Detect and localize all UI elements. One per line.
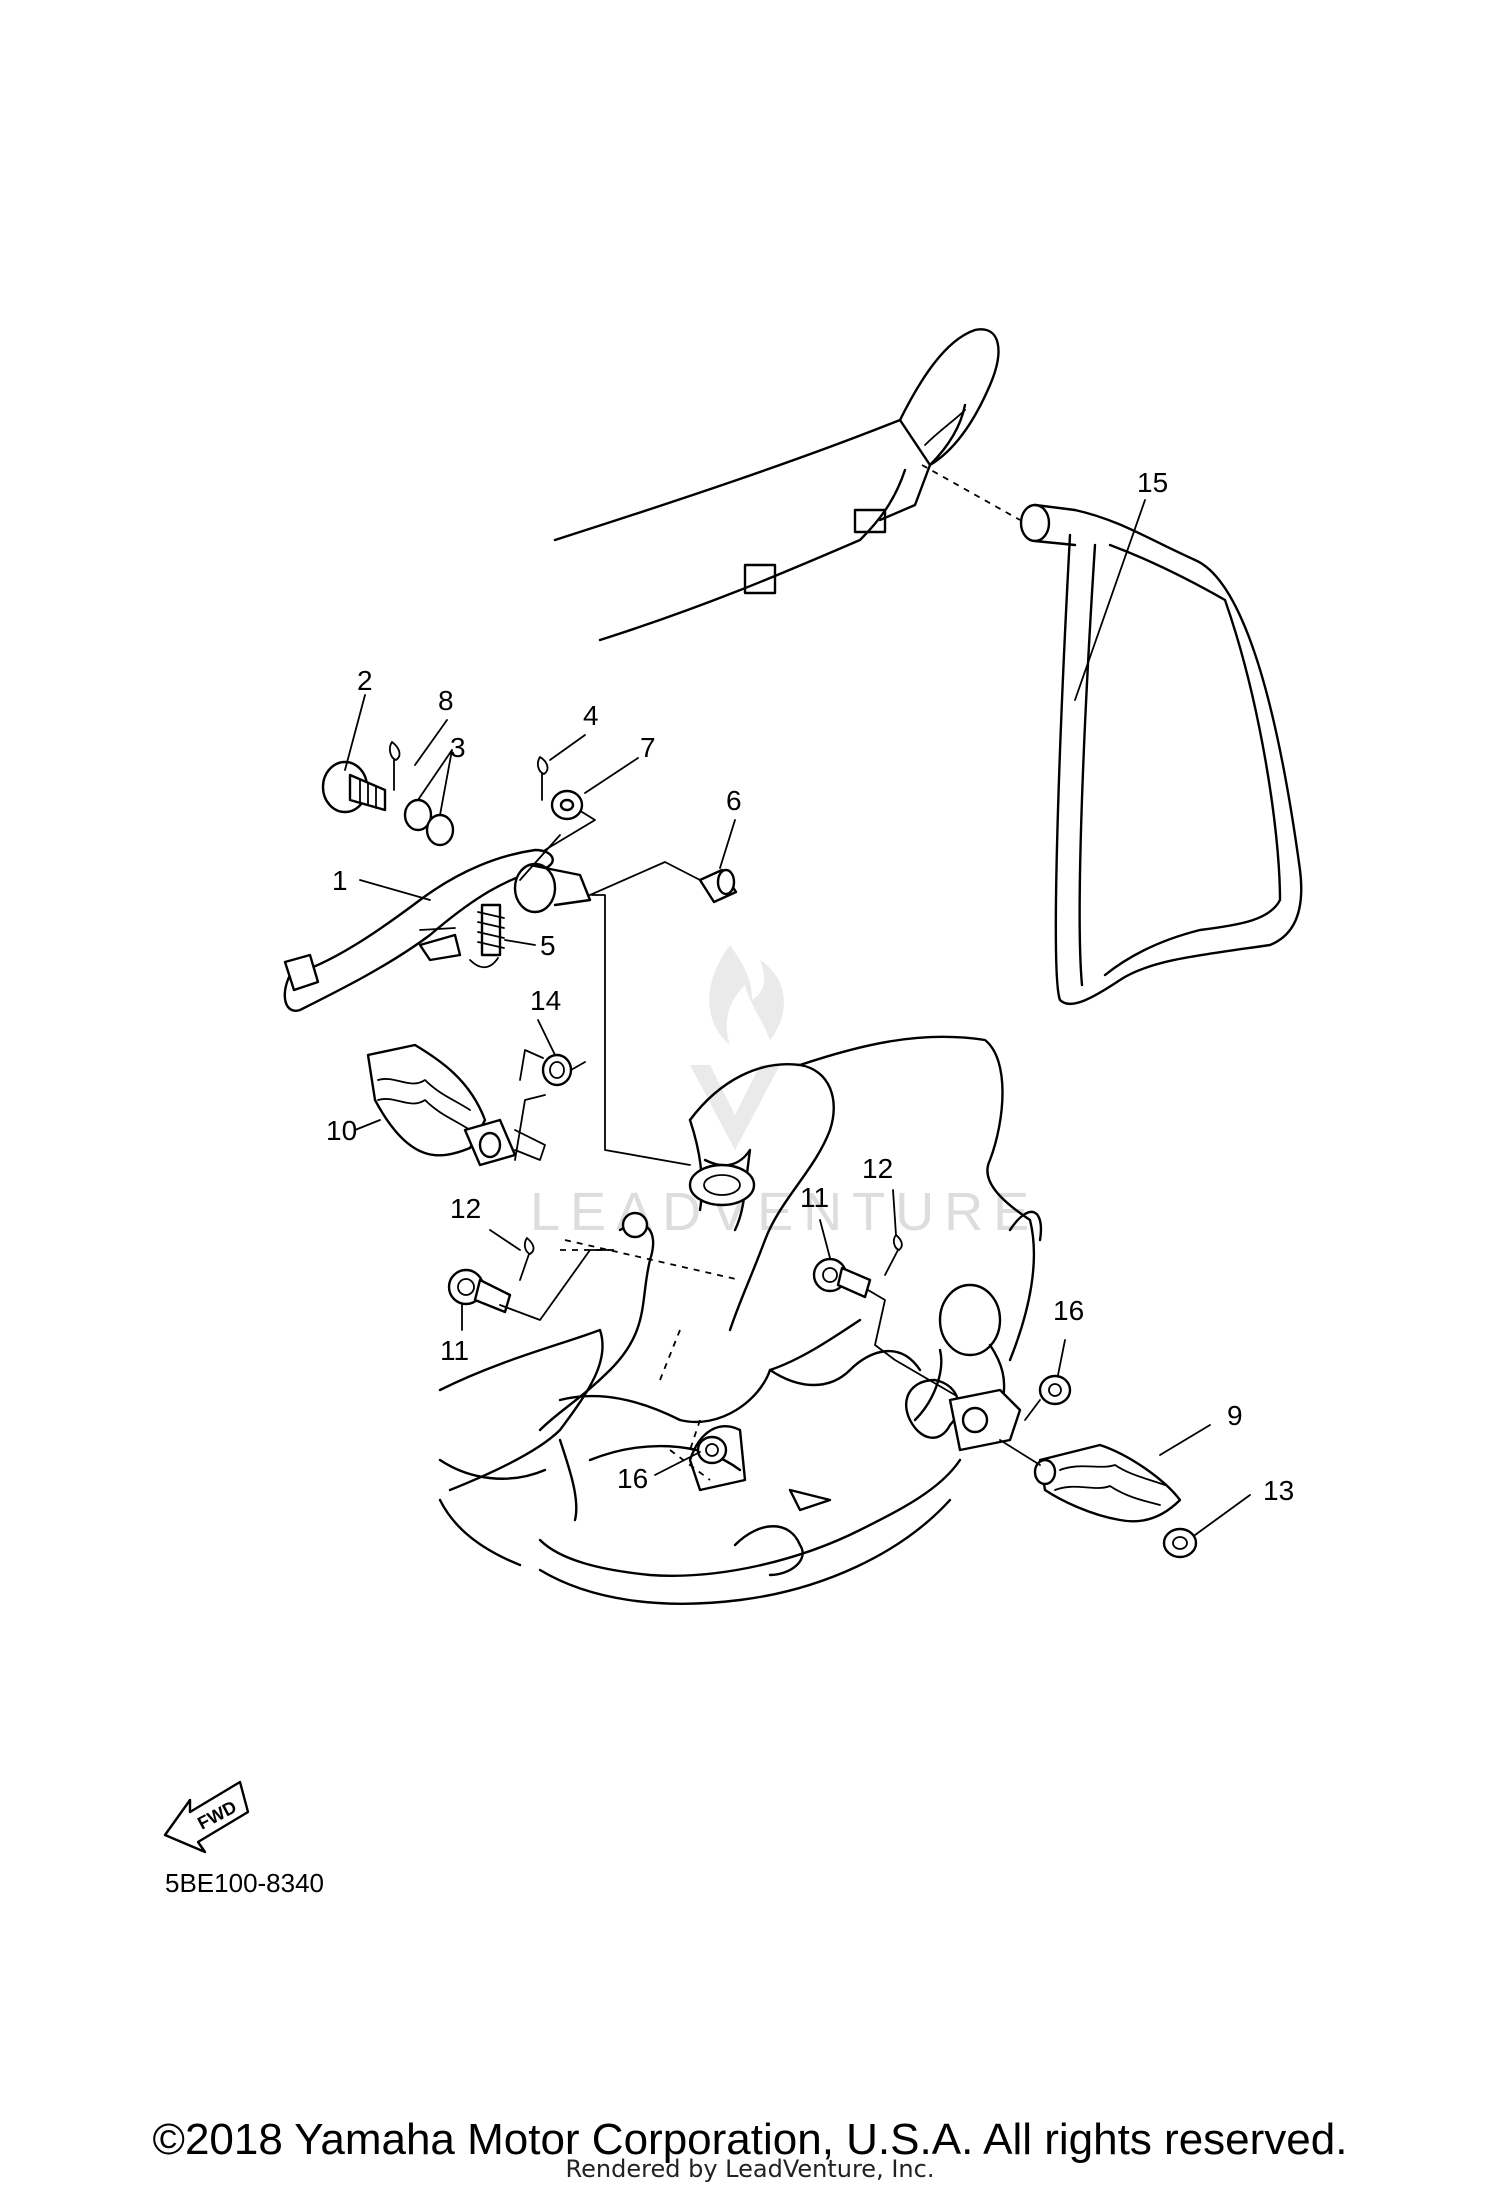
leader-lines: [344, 499, 1251, 1536]
footrest-9: [948, 1388, 1182, 1523]
callout-16-left: 16: [617, 1463, 648, 1494]
pin-6: [589, 861, 738, 904]
callout-15: 15: [1137, 467, 1168, 498]
bolt-11-right: [812, 1257, 872, 1299]
bolt-11-left: [447, 1268, 512, 1314]
callout-12-right: 12: [862, 1153, 893, 1184]
callout-16-right: 16: [1053, 1295, 1084, 1326]
seat-outline: [553, 328, 1000, 642]
rendered-by-text: Rendered by LeadVenture, Inc.: [565, 2155, 935, 2183]
washer-7: [544, 789, 596, 851]
washer-16-right: [1038, 1374, 1072, 1406]
stand-15: [921, 464, 1303, 1006]
callout-12-left: 12: [450, 1193, 481, 1224]
callout-5: 5: [540, 930, 556, 961]
pivot-bolt-2: [321, 760, 387, 814]
cotter-pins: [389, 741, 549, 801]
callout-4: 4: [583, 700, 599, 731]
washer-16-left: [696, 1435, 728, 1465]
callout-11-left: 11: [440, 1335, 469, 1366]
frame-outline: [438, 1035, 1043, 1605]
callout-10: 10: [326, 1115, 357, 1146]
callouts: 1 2 3 4 5 6 7 8 9 10 11 11 12 12 13 14 1…: [326, 467, 1294, 1506]
o-rings-3: [403, 798, 455, 847]
callout-2: 2: [357, 665, 373, 696]
callout-14: 14: [530, 985, 561, 1016]
watermark-text: LEADVENTURE: [530, 1182, 1039, 1242]
copyright-text: ©2018 Yamaha Motor Corporation, U.S.A. A…: [152, 2115, 1348, 2164]
diagram-code: 5BE100-8340: [165, 1868, 325, 1898]
footrest-10: [366, 1043, 546, 1167]
callout-8: 8: [438, 685, 454, 716]
callout-6: 6: [726, 785, 742, 816]
fwd-arrow-icon: FWD: [163, 1780, 250, 1854]
callout-13: 13: [1263, 1475, 1294, 1506]
pin-12-left: [519, 1237, 535, 1281]
clip-13: [1162, 1527, 1198, 1559]
spring-14: [519, 1049, 586, 1087]
pin-12-right: [884, 1234, 903, 1276]
brake-pedal-1: [283, 848, 592, 1012]
connector-lines: [419, 834, 1041, 1466]
callout-11-right: 11: [800, 1182, 829, 1213]
callout-3: 3: [450, 732, 466, 763]
callout-1: 1: [332, 865, 348, 896]
callout-9: 9: [1227, 1400, 1243, 1431]
watermark-logo: LEADVENTURE: [530, 945, 1039, 1242]
spring-5: [469, 903, 505, 969]
callout-7: 7: [640, 732, 656, 763]
